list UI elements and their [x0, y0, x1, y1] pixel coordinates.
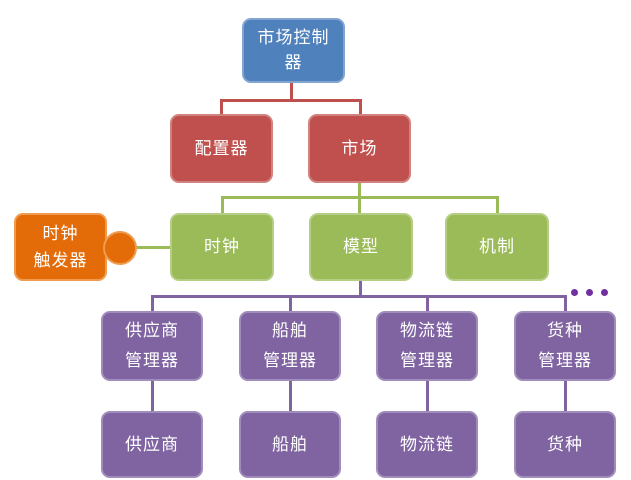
- node-clock: 时钟: [170, 213, 274, 281]
- node-supplier-manager: 供应商 管理器: [101, 311, 203, 381]
- connector-market-down: [358, 183, 361, 198]
- connector-supplier-manager-stub: [151, 295, 154, 312]
- node-market-controller-label-line1: 市场控制: [257, 27, 330, 47]
- node-cargo-type-manager-label-line2: 管理器: [538, 351, 592, 370]
- node-model-label: 模型: [343, 237, 379, 257]
- ellipsis-dot-icon: [571, 289, 578, 296]
- node-supplier-manager-label-line1: 供应商: [125, 321, 179, 341]
- node-market-label: 市场: [341, 138, 378, 158]
- node-clock-label: 时钟: [204, 237, 240, 257]
- node-mechanism: 机制: [445, 213, 549, 281]
- node-mechanism-label: 机制: [479, 237, 515, 257]
- node-logistics-chain-manager-label-line2: 管理器: [400, 351, 454, 370]
- connector-level4-horizontal: [151, 295, 567, 298]
- node-cargo-type-label: 货种: [547, 434, 583, 454]
- connector-supplier-manager-supplier: [151, 380, 154, 412]
- node-ship: 船舶: [239, 411, 341, 478]
- connector-ship-manager-stub: [289, 295, 292, 312]
- node-logistics-chain-manager: 物流链 管理器: [376, 311, 478, 381]
- connector-level2-horizontal: [220, 99, 362, 102]
- node-logistics-chain: 物流链: [376, 411, 478, 478]
- ellipsis-dot-icon: [601, 289, 608, 296]
- node-ship-manager: 船舶 管理器: [239, 311, 341, 381]
- connector-model-stub: [358, 196, 361, 214]
- node-supplier-label: 供应商: [125, 434, 179, 454]
- connector-mechanism-stub: [496, 196, 499, 214]
- node-ship-manager-label-line2: 管理器: [263, 351, 317, 370]
- connector-market-stub: [359, 99, 362, 115]
- connector-logistics-manager-logistics: [426, 380, 429, 412]
- node-supplier: 供应商: [101, 411, 203, 478]
- connector-trigger-clock: [135, 246, 170, 249]
- connector-cargo-manager-cargo: [564, 380, 567, 412]
- node-configurator: 配置器: [170, 114, 273, 183]
- node-ship-manager-label-line1: 船舶: [272, 321, 308, 341]
- node-logistics-chain-label: 物流链: [400, 434, 454, 454]
- node-clock-trigger-label-line1: 时钟: [42, 223, 79, 243]
- node-market-controller: 市场控制 器: [242, 18, 345, 83]
- connector-model-down: [359, 281, 362, 297]
- node-cargo-type-manager-label-line1: 货种: [547, 321, 583, 341]
- node-logistics-chain-manager-label-line1: 物流链: [400, 321, 454, 341]
- connector-configurator-stub: [220, 99, 223, 115]
- connector-root-down: [290, 83, 293, 101]
- connector-cargo-manager-stub: [564, 295, 567, 312]
- node-cargo-type-manager: 货种 管理器: [514, 311, 616, 381]
- node-cargo-type: 货种: [514, 411, 616, 478]
- node-supplier-manager-label-line2: 管理器: [125, 351, 179, 370]
- trigger-connector-circle-icon: [103, 231, 137, 265]
- node-ship-label: 船舶: [272, 434, 308, 454]
- node-model: 模型: [309, 213, 413, 281]
- node-configurator-label: 配置器: [194, 138, 249, 158]
- connector-ship-manager-ship: [289, 380, 292, 412]
- node-market-controller-label-line2: 器: [284, 52, 303, 72]
- ellipsis-dot-icon: [586, 289, 593, 296]
- node-clock-trigger-label-line2: 触发器: [33, 251, 88, 270]
- connector-logistics-manager-stub: [426, 295, 429, 312]
- node-market: 市场: [308, 114, 411, 183]
- node-clock-trigger: 时钟 触发器: [14, 213, 107, 281]
- connector-clock-stub: [221, 196, 224, 214]
